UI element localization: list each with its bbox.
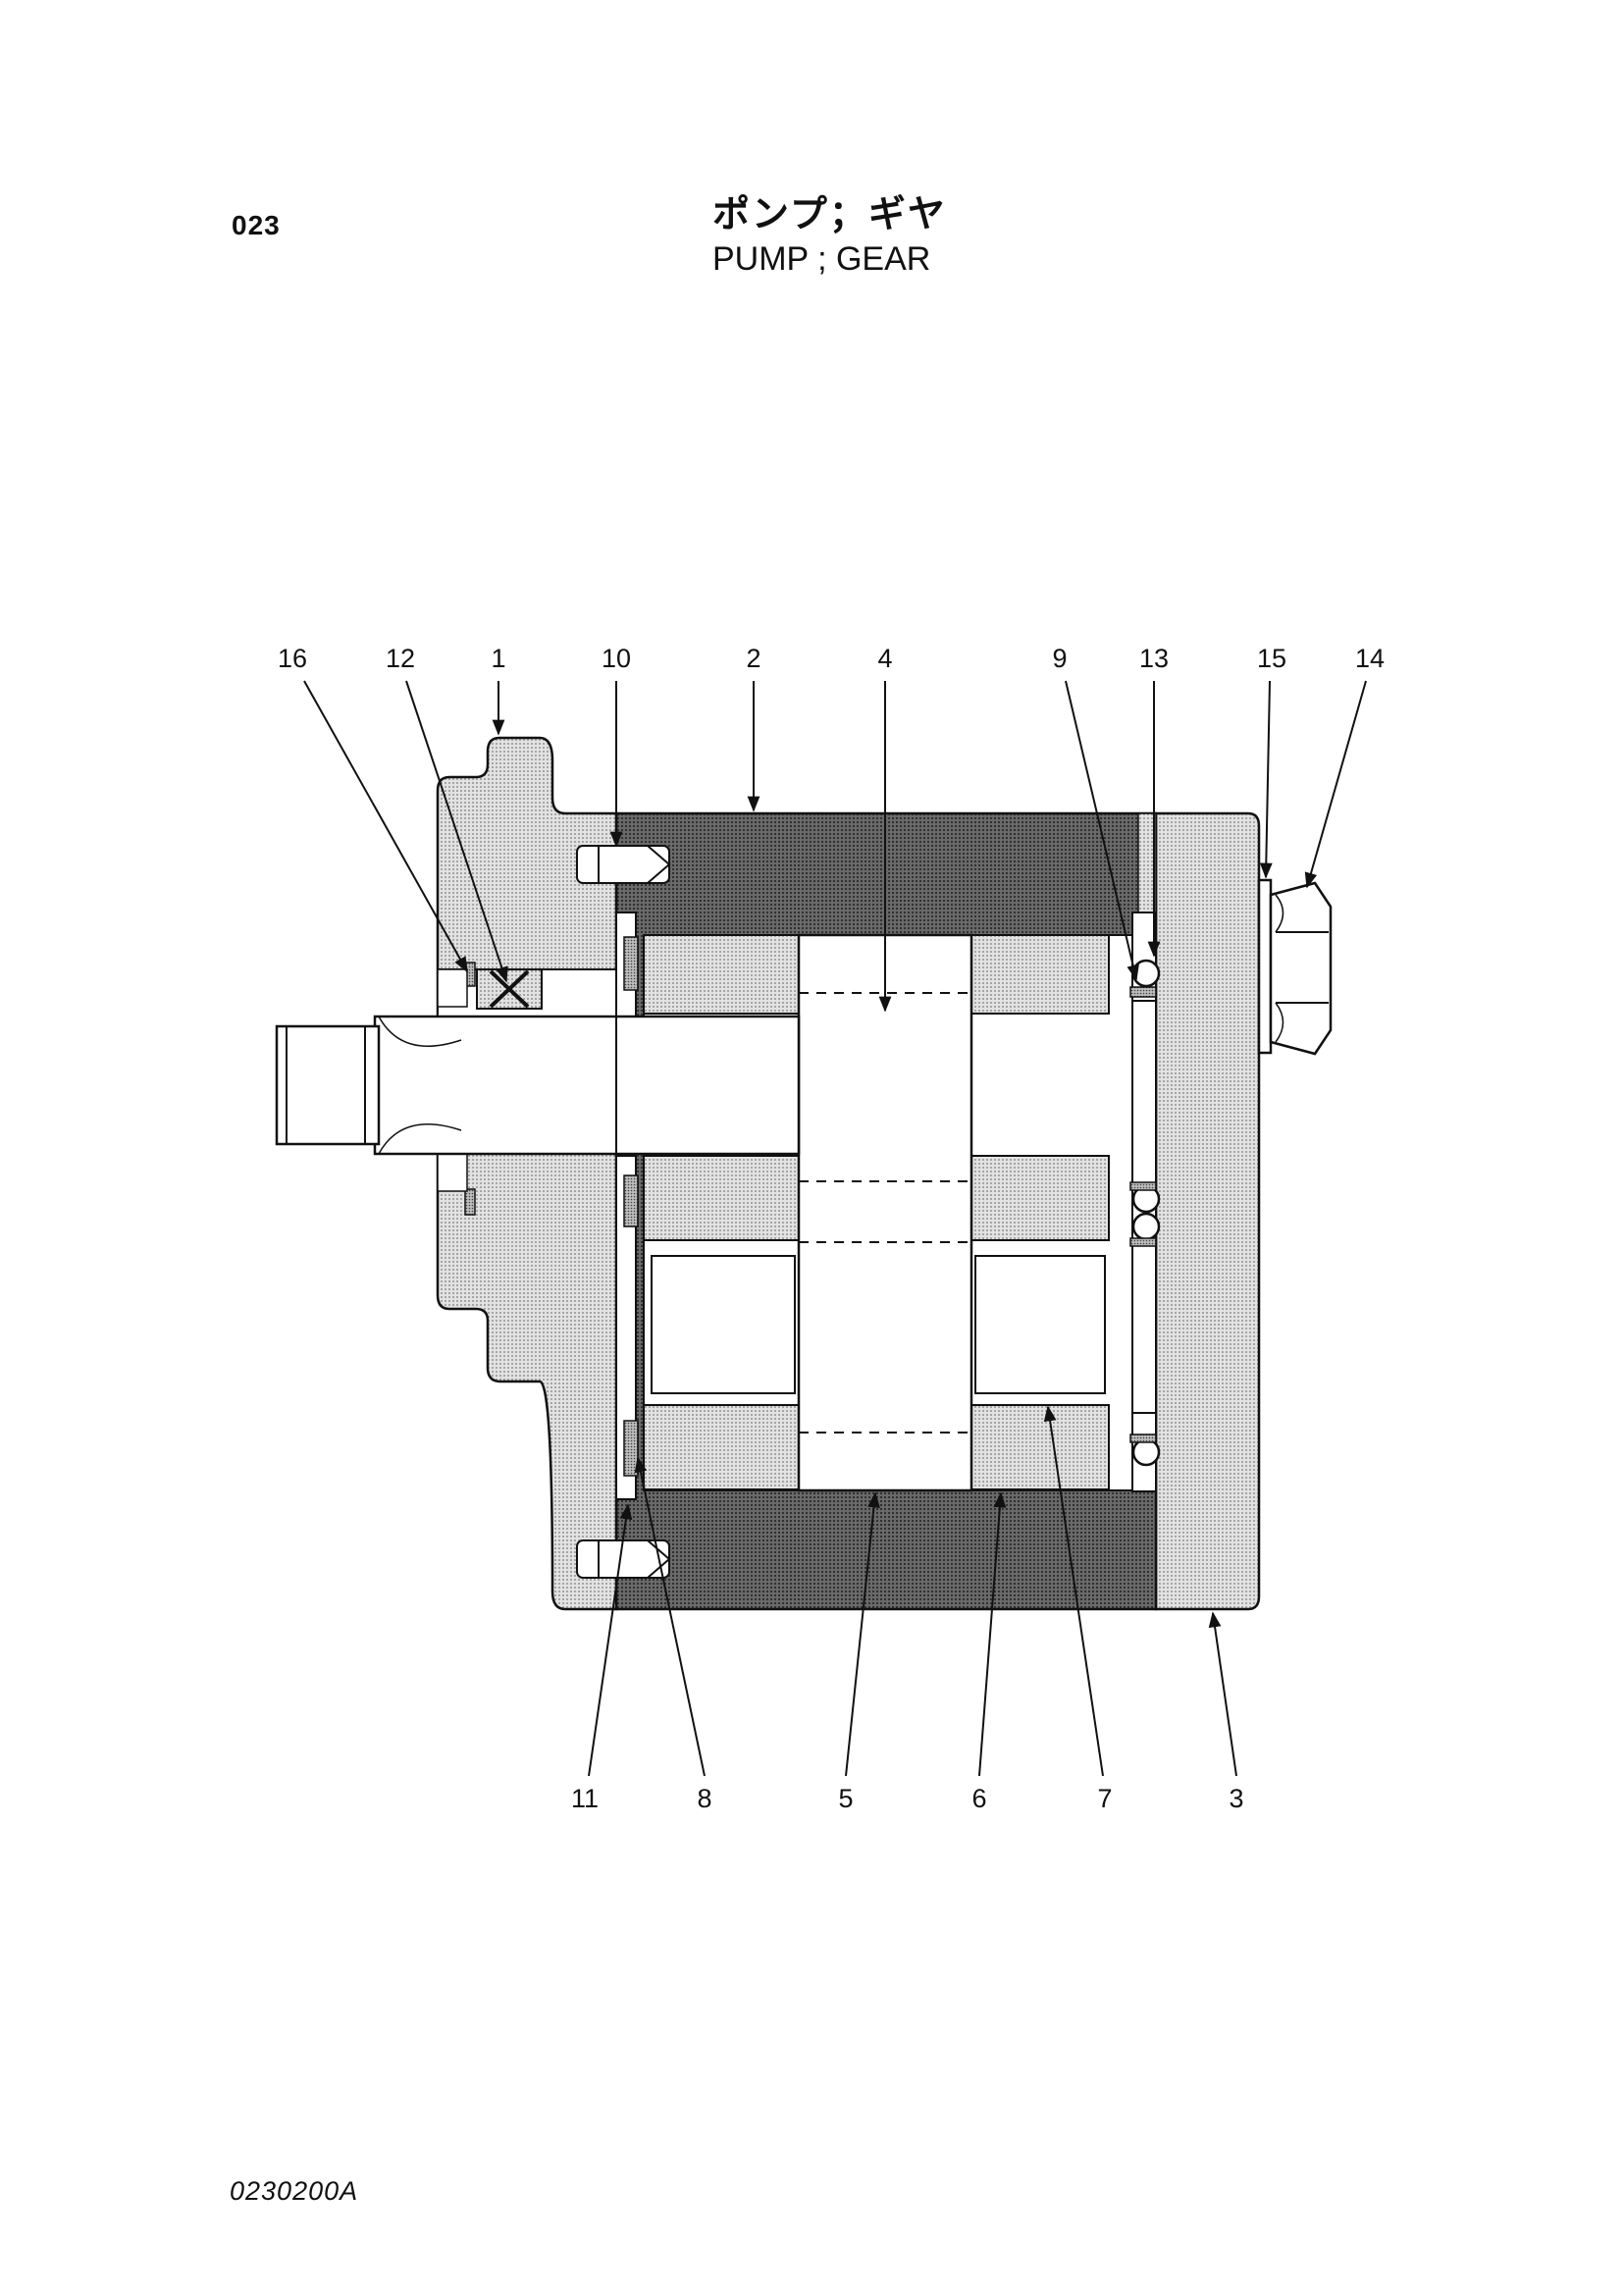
backup-rings <box>1129 986 1157 1443</box>
side-plate-seal <box>623 936 639 991</box>
seal-retainer <box>437 968 468 1008</box>
bushing-upper-left <box>643 934 800 1015</box>
callout-1: 1 <box>491 644 505 673</box>
callout-2: 2 <box>746 644 760 673</box>
seal-retainer-lower <box>437 1151 468 1192</box>
callout-6: 6 <box>971 1784 986 1813</box>
drive-shaft <box>275 1015 801 1156</box>
bushing-low-left <box>643 1404 800 1490</box>
snap-ring-lower <box>464 1188 476 1216</box>
side-plate-seal-3 <box>623 1420 639 1477</box>
bushing-gap-right <box>974 1255 1106 1394</box>
callout-7: 7 <box>1097 1784 1112 1813</box>
callout-10: 10 <box>602 644 631 673</box>
document-code: 0230200A <box>230 2176 359 2206</box>
rear-cover <box>1154 811 1261 1611</box>
side-plate-seal-2 <box>623 1174 639 1227</box>
washer <box>1257 878 1273 1055</box>
leader-lines <box>303 680 1367 1777</box>
callout-9: 9 <box>1052 644 1067 673</box>
bushing-mid-right <box>970 1155 1110 1241</box>
callout-14: 14 <box>1355 644 1385 673</box>
bushing-mid-left <box>643 1155 800 1241</box>
callout-5: 5 <box>838 1784 853 1813</box>
callout-15: 15 <box>1257 644 1286 673</box>
callout-12: 12 <box>386 644 415 673</box>
bushing-low-right <box>970 1404 1110 1490</box>
page-number: 023 <box>232 210 281 240</box>
title-english: PUMP ; GEAR <box>712 240 931 278</box>
callout-13: 13 <box>1139 644 1169 673</box>
side-plate-lower <box>615 1155 637 1500</box>
title-japanese: ポンプ；ギヤ <box>712 192 947 235</box>
callout-16: 16 <box>278 644 307 673</box>
bolt-head <box>1269 881 1333 1056</box>
callout-3: 3 <box>1229 1784 1243 1813</box>
bushing-gap-left <box>651 1255 796 1394</box>
gear-dash-lines <box>799 992 971 1434</box>
callout-4: 4 <box>877 644 892 673</box>
title-block: ポンプ；ギヤ PUMP ; GEAR <box>712 190 947 281</box>
callout-8: 8 <box>697 1784 711 1813</box>
bushing-upper-right <box>970 934 1110 1015</box>
front-housing <box>436 736 618 1611</box>
callout-11: 11 <box>571 1784 599 1813</box>
dowel-pin-upper <box>576 845 671 884</box>
drive-gear <box>797 933 973 1492</box>
